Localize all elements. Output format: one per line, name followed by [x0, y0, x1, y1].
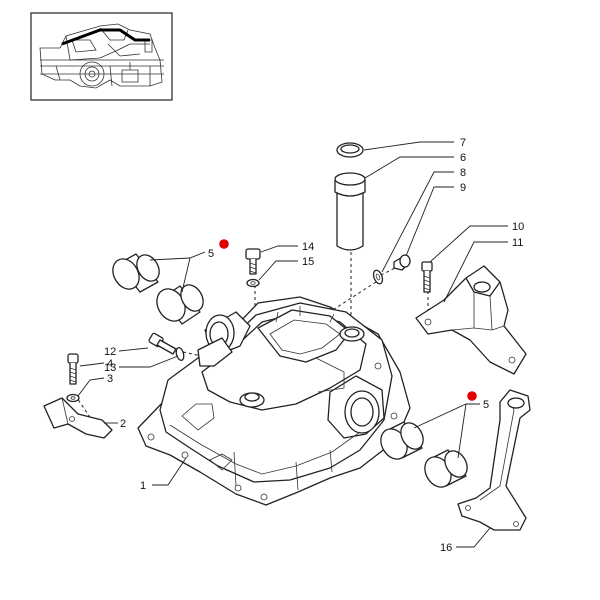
callout-6: 6 — [460, 152, 466, 164]
callout-15: 15 — [302, 256, 314, 268]
bolt-12 — [148, 332, 177, 355]
callout-13: 13 — [104, 362, 116, 374]
callout-3: 3 — [107, 373, 113, 385]
callout-14: 14 — [302, 241, 314, 253]
callout-labels: 7 6 8 9 10 11 14 15 5 12 13 4 3 2 5 1 16 — [104, 137, 524, 554]
red-marker-dot — [219, 239, 229, 249]
o-ring — [336, 142, 364, 158]
support-bracket-11 — [415, 265, 527, 375]
bolt-10 — [421, 261, 433, 293]
callout-8: 8 — [460, 167, 466, 179]
bolt-4 — [67, 353, 79, 385]
overview-thumbnail — [30, 12, 173, 101]
callout-1: 1 — [140, 480, 146, 492]
callout-16: 16 — [440, 542, 452, 554]
leader-lines — [77, 141, 508, 548]
bushings-upper — [112, 253, 204, 325]
callout-11: 11 — [512, 237, 523, 249]
callout-12: 12 — [104, 346, 116, 358]
callout-5-upper: 5 — [208, 248, 214, 260]
bolt-14 — [245, 248, 261, 275]
callout-2: 2 — [120, 418, 126, 430]
washer-8 — [372, 269, 384, 285]
long-bracket-16 — [457, 389, 531, 531]
callout-5-lower: 5 — [483, 399, 489, 411]
gearbox-housing — [137, 296, 411, 506]
red-marker-dot — [467, 391, 477, 401]
bushings-lower — [380, 421, 468, 488]
bracket-2 — [43, 397, 113, 439]
sleeve-tube — [334, 172, 366, 251]
callout-9: 9 — [460, 182, 466, 194]
washer-13 — [175, 347, 185, 361]
plug-9 — [393, 254, 411, 271]
callout-7: 7 — [460, 137, 466, 149]
washer-3 — [66, 393, 80, 403]
callout-4: 4 — [107, 358, 113, 370]
callout-10: 10 — [512, 221, 524, 233]
washer-15 — [246, 278, 260, 288]
